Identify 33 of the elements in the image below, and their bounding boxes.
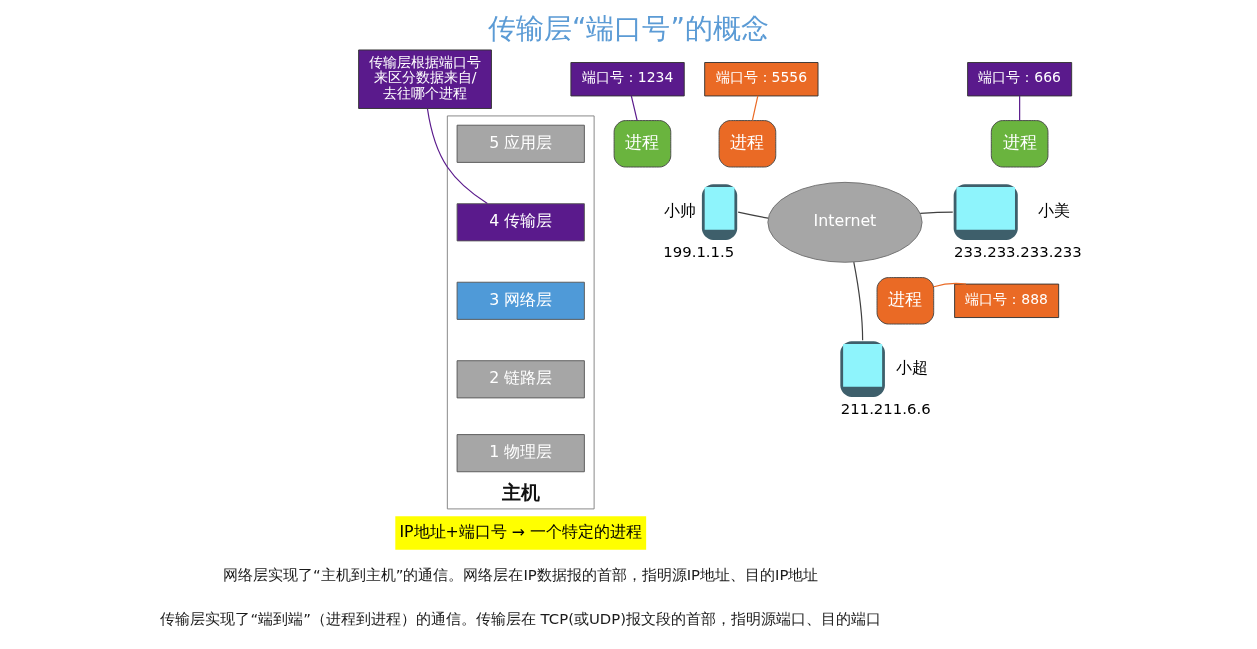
diagram-title: 传输层“端口号”的概念 — [488, 11, 769, 45]
node-box: 2 链路层 — [456, 360, 585, 399]
node-box: 进程 — [990, 120, 1049, 168]
connector — [1019, 95, 1021, 121]
label: 传输层实现了“端到端”（进程到进程）的通信。传输层在 TCP(或UDP)报文段的首部，指明源端口、目的端口 — [160, 609, 881, 628]
node-label: 233.233.233.233 — [954, 242, 1082, 261]
node-box: 端口号：1234 — [570, 62, 685, 97]
node-box: 进程 — [718, 120, 777, 168]
connector — [426, 108, 488, 205]
connector — [737, 211, 769, 219]
node-label: 199.1.1.5 — [663, 242, 735, 261]
node-box: 4 传输层 — [456, 203, 585, 242]
node-box: 5 应用层 — [456, 124, 585, 163]
node-label: 小帅 — [663, 200, 696, 220]
node-label: 小美 — [1038, 200, 1071, 220]
connector — [751, 95, 759, 121]
node-ellipse: Internet — [767, 181, 923, 263]
connector — [853, 261, 864, 341]
node-box: 1 物理层 — [456, 434, 585, 473]
connector — [919, 211, 954, 214]
node-box: 传输层根据端口号来区分数据来自/去往哪个进程 — [358, 49, 492, 109]
node-box: IP地址+端口号 → 一个特定的进程 — [395, 516, 647, 550]
node-box: 端口号：666 — [967, 62, 1073, 97]
node-box: 端口号：5556 — [704, 62, 819, 97]
label: 网络层实现了“主机到主机”的通信。网络层在IP数据报的首部，指明源IP地址、目的IP地址 — [223, 566, 819, 585]
node-box: 进程 — [876, 277, 935, 325]
connector — [630, 95, 638, 121]
node-label: 211.211.6.6 — [840, 399, 931, 418]
node-box: 进程 — [613, 120, 672, 168]
node-label: 小超 — [895, 357, 928, 377]
connector — [933, 282, 967, 288]
node-box: 端口号：888 — [954, 283, 1060, 318]
node-box: 3 网络层 — [456, 281, 585, 320]
